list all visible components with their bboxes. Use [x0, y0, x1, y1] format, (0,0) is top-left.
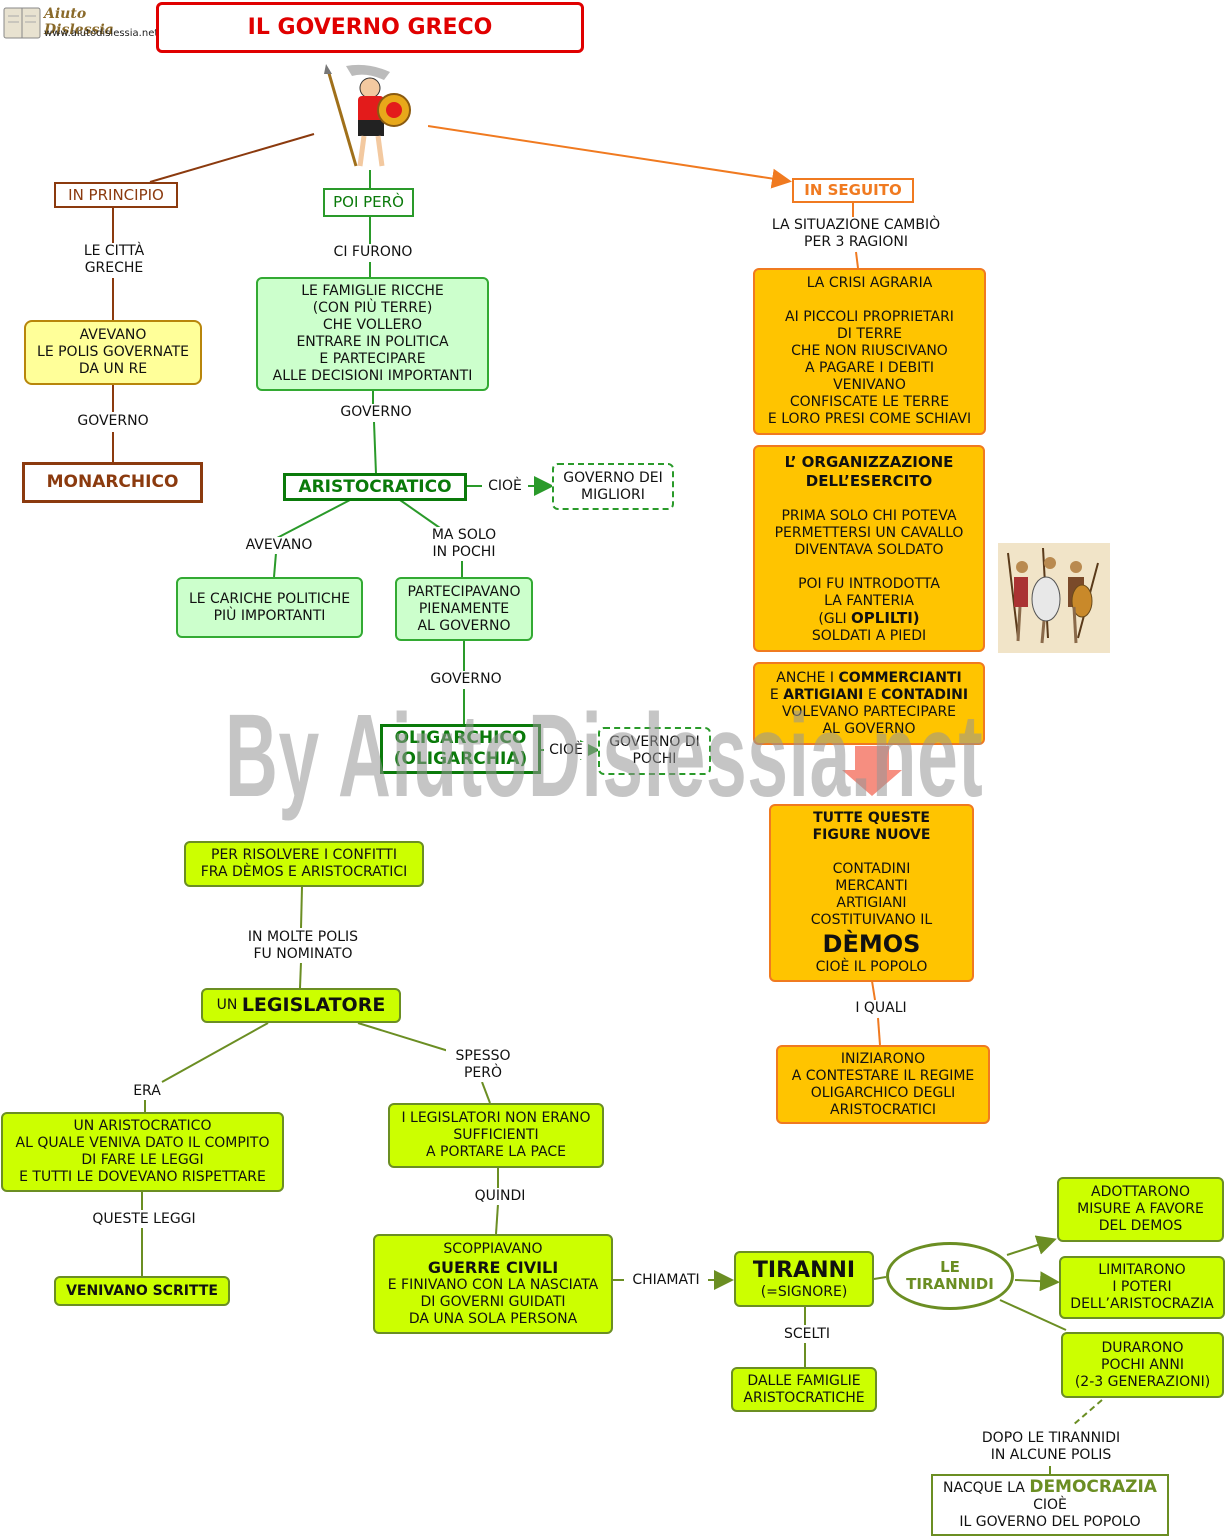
hoplites-illustration	[998, 543, 1110, 653]
durarono-node: DURARONO POCHI ANNI (2-3 GENERAZIONI)	[1061, 1332, 1224, 1398]
in-principio-node: IN PRINCIPIO	[54, 182, 178, 208]
organizzazione-esercito-node: L’ ORGANIZZAZIONE DELL’ESERCITO PRIMA SO…	[753, 445, 985, 652]
site-logo: Aiuto Dislessia www.aiutodislessia.net	[2, 2, 158, 44]
crisi-agraria-node: LA CRISI AGRARIA AI PICCOLI PROPRIETARI …	[753, 268, 986, 435]
watermark: By AiutoDislessia.net	[225, 690, 984, 822]
link-label-governo-1: GOVERNO	[66, 413, 160, 430]
le-tirannidi-node: LE TIRANNIDI	[886, 1242, 1014, 1310]
commercianti-node: ANCHE I COMMERCIANTI E ARTIGIANI E CONTA…	[753, 662, 985, 745]
page-title: IL GOVERNO GRECO	[156, 2, 584, 53]
demos-label: DÈMOS	[822, 930, 921, 958]
democrazia-node: NACQUE LA DEMOCRAZIA CIOÈ IL GOVERNO DEL…	[931, 1474, 1169, 1536]
link-label-cioe-1: CIOÈ	[482, 478, 528, 495]
tiranni-node: TIRANNI (=SIGNORE)	[734, 1251, 874, 1307]
organizzazione-p4: SOLDATI A PIEDI	[811, 627, 927, 644]
link-label-situazione-cambio: LA SITUAZIONE CAMBIÒ PER 3 RAGIONI	[756, 217, 956, 251]
demos-node: TUTTE QUESTE FIGURE NUOVE CONTADINI MERC…	[769, 804, 974, 982]
link-label-chiamati: CHIAMATI	[624, 1272, 708, 1289]
famiglie-ricche-node: LE FAMIGLIE RICCHE (CON PIÙ TERRE) CHE V…	[256, 277, 489, 391]
oligarchico-node: OLIGARCHICO (OLIGARCHIA)	[380, 724, 541, 774]
cariche-politiche-node: LE CARICHE POLITICHE PIÙ IMPORTANTI	[176, 577, 363, 638]
book-icon	[3, 7, 41, 39]
link-label-i-quali: I QUALI	[836, 1000, 926, 1017]
figure-list: CONTADINI MERCANTI ARTIGIANI COSTITUIVAN…	[810, 861, 933, 928]
monarchico-node: MONARCHICO	[22, 462, 203, 503]
link-label-governo-2: GOVERNO	[330, 404, 422, 421]
link-label-ci-furono: CI FURONO	[318, 244, 428, 261]
aristocratico-node: ARISTOCRATICO	[283, 473, 467, 501]
logo-title: Aiuto Dislessia	[44, 6, 114, 38]
link-label-citta-greche: LE CITTÀ GRECHE	[68, 243, 160, 277]
governo-dei-migliori-node: GOVERNO DEI MIGLIORI	[552, 463, 674, 510]
in-seguito-node: IN SEGUITO	[792, 178, 914, 203]
democrazia-label: DEMOCRAZIA	[1029, 1477, 1157, 1497]
tiranni-label: TIRANNI	[752, 1257, 856, 1283]
organizzazione-p1: PRIMA SOLO CHI POTEVA PERMETTERSI UN CAV…	[774, 507, 964, 558]
link-label-queste-leggi: QUESTE LEGGI	[82, 1211, 206, 1228]
link-label-governo-3: GOVERNO	[420, 671, 512, 688]
organizzazione-p2: POI FU INTRODOTTA LA FANTERIA	[798, 575, 940, 609]
link-label-quindi: QUINDI	[462, 1188, 538, 1205]
risolvere-conflitti-node: PER RISOLVERE I CONFITTI FRA DÈMOS E ARI…	[184, 841, 424, 887]
logo-url: www.aiutodislessia.net	[44, 28, 159, 39]
link-label-in-molte-polis: IN MOLTE POLIS FU NOMINATO	[236, 929, 370, 963]
link-label-era: ERA	[122, 1083, 172, 1100]
organizzazione-title: L’ ORGANIZZAZIONE DELL’ESERCITO	[784, 452, 954, 490]
link-label-ma-solo: MA SOLO IN POCHI	[418, 527, 510, 561]
guerre-civili-node: SCOPPIAVANO GUERRE CIVILI E FINIVANO CON…	[373, 1234, 613, 1334]
famiglie-aristocratiche-node: DALLE FAMIGLIE ARISTOCRATICHE	[731, 1367, 877, 1412]
aristocratico-legislatore-node: UN ARISTOCRATICO AL QUALE VENIVA DATO IL…	[1, 1112, 284, 1192]
poi-pero-node: POI PERÒ	[323, 188, 414, 217]
greek-warrior-illustration	[318, 62, 428, 170]
link-label-avevano: AVEVANO	[236, 537, 322, 554]
tutte-queste-title: TUTTE QUESTE FIGURE NUOVE	[812, 810, 931, 843]
guerre-civili-label: GUERRE CIVILI	[427, 1257, 559, 1277]
link-label-spesso-pero: SPESSO PERÒ	[446, 1048, 520, 1082]
limitarono-node: LIMITARONO I POTERI DELL’ARISTOCRAZIA	[1059, 1256, 1225, 1319]
legislatori-non-sufficienti-node: I LEGISLATORI NON ERANO SUFFICIENTI A PO…	[388, 1103, 604, 1168]
link-label-cioe-2: CIOÈ	[544, 742, 588, 759]
adottarono-node: ADOTTARONO MISURE A FAVORE DEL DEMOS	[1057, 1177, 1224, 1242]
iniziarono-node: INIZIARONO A CONTESTARE IL REGIME OLIGAR…	[776, 1045, 990, 1124]
organizzazione-p3: (GLI OPLILTI)	[818, 608, 920, 627]
venivano-scritte-node: VENIVANO SCRITTE	[54, 1276, 230, 1306]
partecipavano-node: PARTECIPAVANO PIENAMENTE AL GOVERNO	[395, 577, 533, 641]
link-label-scelti: SCELTI	[770, 1326, 844, 1343]
governo-di-pochi-node: GOVERNO DI POCHI	[598, 727, 711, 775]
polis-governate-node: AVEVANO LE POLIS GOVERNATE DA UN RE	[24, 320, 202, 385]
link-label-dopo-tirannidi: DOPO LE TIRANNIDI IN ALCUNE POLIS	[966, 1430, 1136, 1464]
popolo-label: CIOÈ IL POPOLO	[815, 959, 928, 975]
legislatore-node: UN LEGISLATORE	[201, 988, 401, 1023]
